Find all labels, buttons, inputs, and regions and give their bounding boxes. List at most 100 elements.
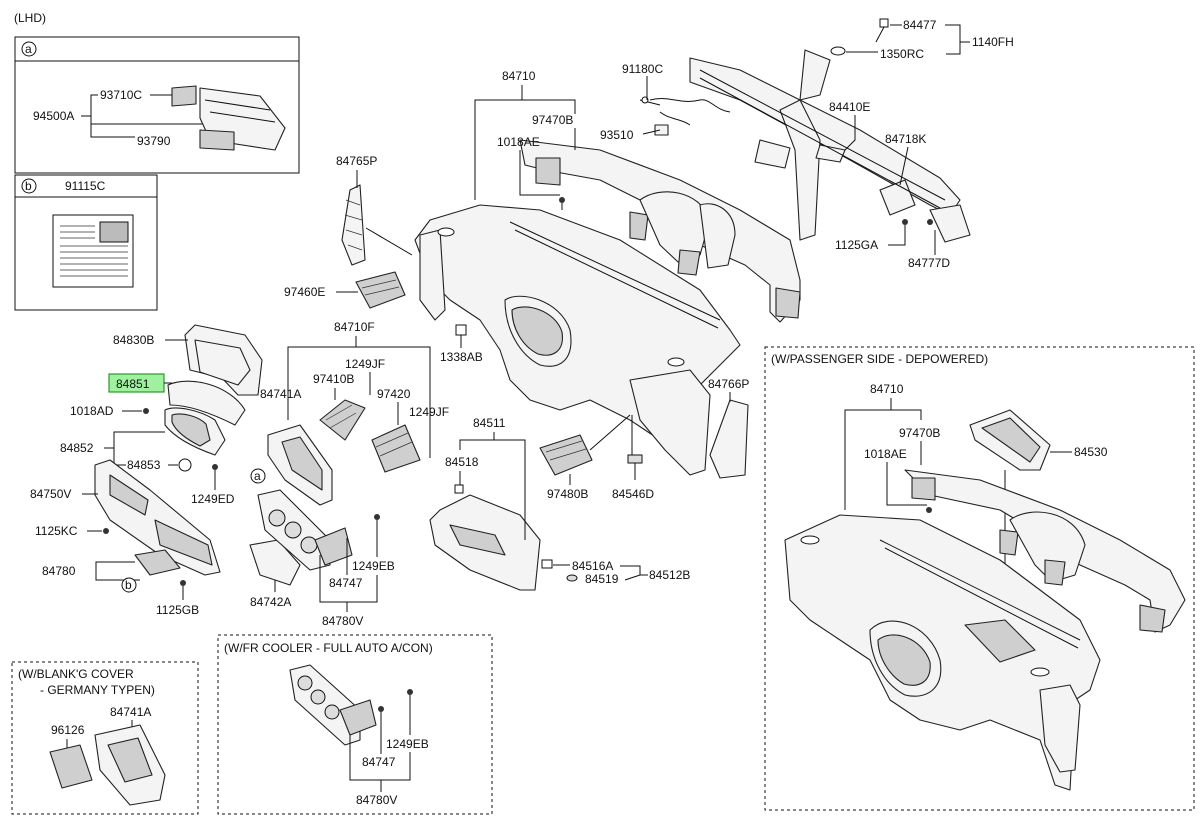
label-93510: 93510 [600, 128, 634, 142]
glove-box-icon [429, 494, 541, 591]
label-84780: 84780 [42, 564, 76, 578]
label-84546D: 84546D [612, 487, 654, 501]
inset-a-badge: a [25, 42, 32, 56]
inset-b: b 91115C [14, 174, 158, 311]
knee-panel-cover-icon [164, 407, 226, 456]
center-vent-right-icon [371, 424, 421, 473]
blank-cover-title-2: - GERMANY TYPEN) [40, 683, 155, 697]
center-vent-left-icon [319, 399, 366, 441]
inset-fr-cooler: (W/FR COOLER - FULL AUTO A/CON) 1249EB 8… [217, 634, 493, 815]
label-84765P: 84765P [336, 154, 377, 168]
label-84518: 84518 [445, 455, 479, 469]
label-84852: 84852 [60, 441, 94, 455]
label-1018AE: 1018AE [497, 135, 540, 149]
callout-a: a [254, 469, 261, 483]
label-97410B: 97410B [313, 372, 354, 386]
inset-a: a 94500A 93710C 93790 [14, 36, 300, 174]
label-84780V: 84780V [322, 614, 363, 628]
blank-cover-icon [49, 744, 93, 789]
inset-passenger-depowered: (W/PASSENGER SIDE - DEPOWERED) 84710 974… [764, 346, 1195, 811]
clip-1338AB-icon [455, 324, 467, 336]
label-84747-inset: 84747 [362, 755, 396, 769]
clip-84546D-icon [627, 454, 643, 464]
label-84516A: 84516A [572, 559, 613, 573]
blank-cover-title-1: (W/BLANK'G COVER [18, 667, 134, 681]
cluster-fascia-upper-icon [184, 324, 263, 396]
label-84511: 84511 [473, 416, 506, 430]
label-84718K: 84718K [885, 132, 926, 146]
label-84519: 84519 [585, 572, 619, 586]
label-1249EB-inset: 1249EB [386, 737, 429, 751]
label-97470B-inset: 97470B [899, 426, 940, 440]
label-84512B: 84512B [649, 568, 690, 582]
label-84530: 84530 [1074, 445, 1108, 459]
label-84851: 84851 [116, 377, 150, 391]
label-84747: 84747 [329, 576, 363, 590]
label-1249JF-b: 1249JF [409, 405, 449, 419]
label-97480B: 97480B [547, 487, 588, 501]
heater-control-inset-icon [289, 664, 377, 746]
crash-pad-inset-icon [784, 469, 1186, 791]
label-84477: 84477 [903, 18, 937, 32]
label-84830B: 84830B [113, 333, 154, 347]
label-84780V-inset: 84780V [356, 793, 397, 807]
label-1018AD: 1018AD [70, 404, 114, 418]
tray-84742A-icon [249, 539, 301, 586]
lower-crash-pad-icon [94, 459, 221, 576]
label-84410E: 84410E [829, 100, 870, 114]
label-1125KC: 1125KC [35, 524, 78, 538]
label-1350RC: 1350RC [880, 47, 924, 61]
label-93710C: 93710C [100, 88, 142, 102]
label-84742A: 84742A [250, 595, 291, 609]
inset-blank-cover: (W/BLANK'G COVER - GERMANY TYPEN) 96126 … [11, 661, 199, 815]
side-cover-left-icon [341, 184, 366, 266]
label-84750V: 84750V [30, 487, 71, 501]
fr-cooler-title: (W/FR COOLER - FULL AUTO A/CON) [224, 641, 433, 655]
label-84741A-inset: 84741A [110, 705, 151, 719]
bolt-84477-icon [830, 18, 889, 56]
callout-b: b [125, 578, 132, 592]
heater-control-panel-icon [257, 489, 353, 571]
label-96126: 96126 [51, 723, 85, 737]
cluster-fascia-lower-icon [167, 380, 246, 426]
label-94500A: 94500A [33, 109, 74, 123]
label-97420: 97420 [377, 387, 411, 401]
inset-b-badge: b [25, 179, 32, 193]
cowl-crossbar-icon [639, 49, 971, 243]
label-1125GA: 1125GA [835, 238, 878, 252]
label-1140FH: 1140FH [972, 35, 1014, 49]
label-91180C: 91180C [622, 62, 663, 76]
label-1249EB: 1249EB [352, 559, 395, 573]
label-1338AB: 1338AB [440, 350, 483, 364]
label-91115C: 91115C [65, 179, 106, 193]
damper-84518-icon [454, 484, 464, 494]
stopper-84519-icon [566, 574, 578, 582]
label-84777D: 84777D [908, 256, 950, 270]
label-1249ED: 1249ED [191, 492, 235, 506]
side-air-vent-left-icon [355, 271, 406, 309]
cap-84853-icon [178, 458, 192, 472]
label-84710-inset: 84710 [870, 382, 904, 396]
fuse-label-card-icon [52, 214, 134, 288]
side-cover-right-icon [709, 399, 749, 479]
switch-panel-84780-icon [134, 549, 181, 576]
label-1125GB: 1125GB [156, 603, 199, 617]
main-crash-pad-icon [414, 139, 801, 476]
airbag-door-84530-icon [969, 409, 1051, 471]
label-97460E: 97460E [284, 285, 325, 299]
side-air-vent-right-icon [539, 434, 593, 476]
passenger-title: (W/PASSENGER SIDE - DEPOWERED) [771, 352, 988, 366]
label-84766P: 84766P [708, 377, 749, 391]
label-1249JF-a: 1249JF [345, 357, 385, 371]
lhd-label: (LHD) [14, 11, 46, 25]
label-84741A: 84741A [260, 387, 301, 401]
center-fascia-panel-icon [267, 424, 333, 506]
latch-84516A-icon [541, 559, 553, 569]
label-97470B: 97470B [532, 113, 573, 127]
label-84853: 84853 [127, 458, 161, 472]
label-84710F: 84710F [334, 320, 375, 334]
label-84710: 84710 [502, 69, 536, 83]
label-93790: 93790 [137, 134, 171, 148]
label-1018AE-inset: 1018AE [864, 447, 907, 461]
